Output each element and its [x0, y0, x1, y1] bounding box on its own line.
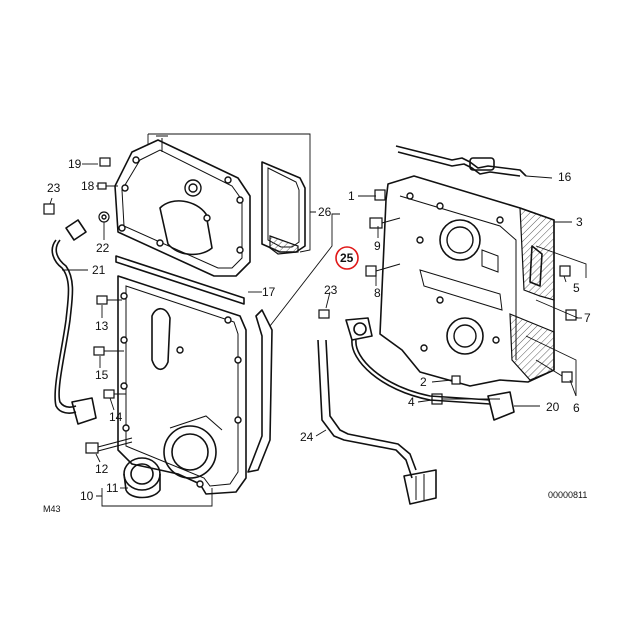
lower-timing-cover: [117, 275, 247, 495]
sensor-cable-left: [51, 219, 97, 425]
cover-gasket-strip: [115, 255, 273, 473]
callout-2: 2: [420, 375, 427, 389]
callout-19: 19: [68, 157, 82, 171]
callout-21: 21: [92, 263, 106, 277]
callout-3: 3: [576, 215, 583, 229]
callout-1: 1: [348, 189, 355, 203]
callout-10: 10: [80, 489, 94, 503]
callout-12: 12: [95, 462, 109, 476]
callout-labels: 1 2 3 4 5 6 7 8 9 10 11 12 13 14 15 16 1…: [47, 157, 591, 503]
callout-5: 5: [573, 281, 580, 295]
engine-block: [379, 175, 555, 387]
callout-6: 6: [573, 401, 580, 415]
callout-16: 16: [558, 170, 572, 184]
callout-15: 15: [95, 368, 109, 382]
callout-8: 8: [374, 286, 381, 300]
upper-cover-gasket: [261, 161, 306, 255]
callout-11: 11: [106, 481, 119, 495]
callout-4: 4: [408, 395, 415, 409]
callout-23-left: 23: [47, 181, 61, 195]
callout-17: 17: [262, 285, 276, 299]
callout-13: 13: [95, 319, 109, 333]
callout-20: 20: [546, 400, 560, 414]
top-gasket: [395, 145, 527, 177]
upper-timing-cover: [114, 135, 251, 277]
callout-25: 25: [340, 251, 354, 265]
corner-code-left: M43: [43, 504, 61, 514]
highlight-ring: [335, 246, 359, 270]
leader-lines: [49, 133, 587, 507]
callout-23-right: 23: [324, 283, 338, 297]
wiring-lead: [317, 339, 437, 505]
sensor-right: [318, 309, 515, 421]
callout-14: 14: [109, 410, 123, 424]
callout-26: 26: [318, 205, 332, 219]
callout-7: 7: [584, 311, 591, 325]
corner-code-right: 00000811: [548, 490, 587, 500]
callout-9: 9: [374, 239, 381, 253]
callout-22: 22: [96, 241, 110, 255]
left-bolts: [43, 157, 133, 454]
callout-24: 24: [300, 430, 314, 444]
callout-18: 18: [81, 179, 95, 193]
shaft-seal: [123, 457, 161, 499]
